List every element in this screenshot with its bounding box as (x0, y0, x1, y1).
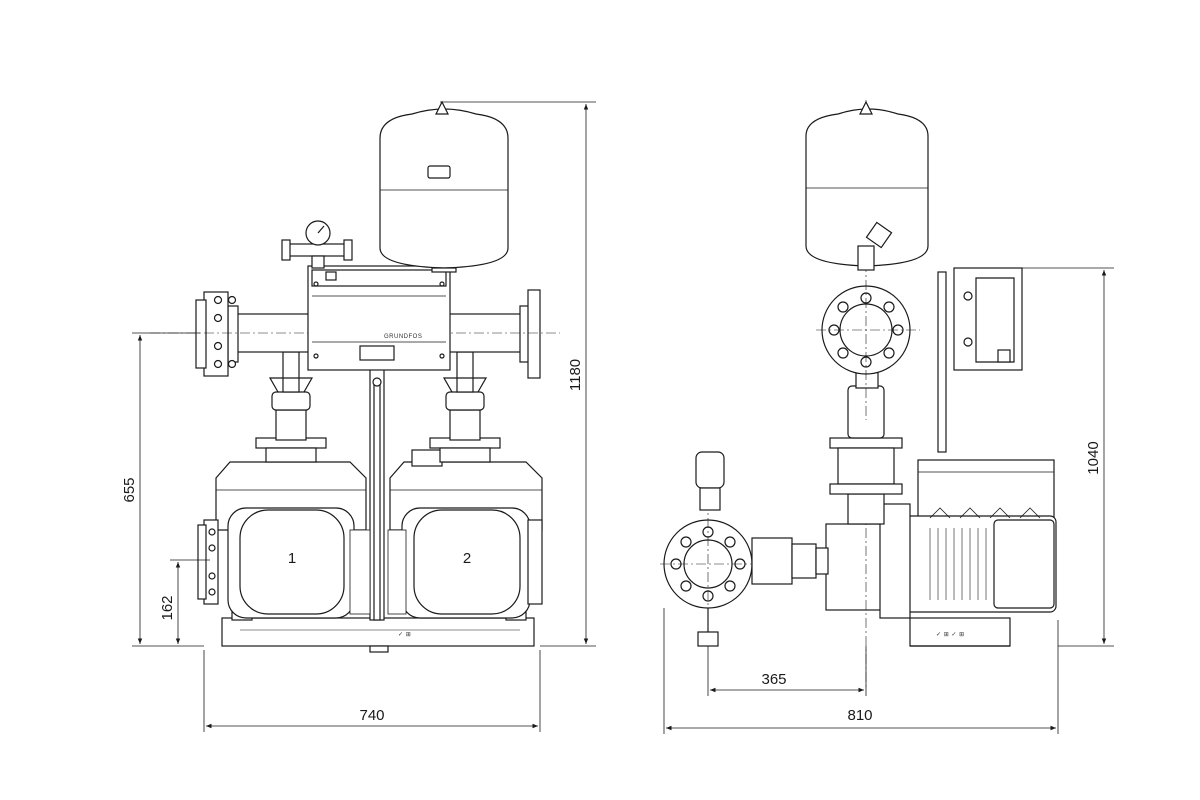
front-view: ✓ ⊞ 1 (150, 100, 560, 653)
suction-assembly (660, 451, 829, 647)
pump-1-label: 1 (288, 550, 296, 567)
dim-manifold-height: 655 (121, 477, 138, 502)
support-post (369, 351, 385, 621)
motor (895, 459, 1057, 613)
side-discharge (816, 100, 920, 495)
pump-2-label: 2 (463, 550, 471, 567)
pump-chamber (825, 420, 911, 690)
side-dimensions (663, 267, 1114, 734)
front-dimensions (132, 101, 596, 732)
side-control-box (937, 267, 1023, 453)
brand-logo: GRUNDFOS (384, 334, 422, 340)
pressure-gauge (281, 220, 353, 269)
side-diaphragm-tank (805, 100, 929, 271)
discharge-valve-1 (255, 351, 327, 463)
dim-width-front: 740 (359, 707, 384, 724)
dim-height-side: 1040 (1085, 441, 1102, 474)
dim-width-side: 810 (847, 707, 872, 724)
discharge-valve-2 (429, 351, 501, 463)
dim-overall-height: 1180 (567, 359, 584, 391)
pump-1 (197, 461, 371, 619)
svg-text:✓ ⊞ ✓ ⊞: ✓ ⊞ ✓ ⊞ (936, 632, 965, 638)
pump-2 (387, 449, 543, 619)
svg-text:✓ ⊞: ✓ ⊞ (398, 632, 411, 638)
side-view: ✓ ⊞ ✓ ⊞ (660, 100, 1057, 690)
dim-offset: 365 (761, 671, 786, 688)
dim-inlet-height: 162 (159, 595, 176, 620)
side-base: ✓ ⊞ ✓ ⊞ (909, 617, 1011, 647)
diaphragm-tank (379, 100, 509, 273)
control-box (307, 265, 451, 371)
